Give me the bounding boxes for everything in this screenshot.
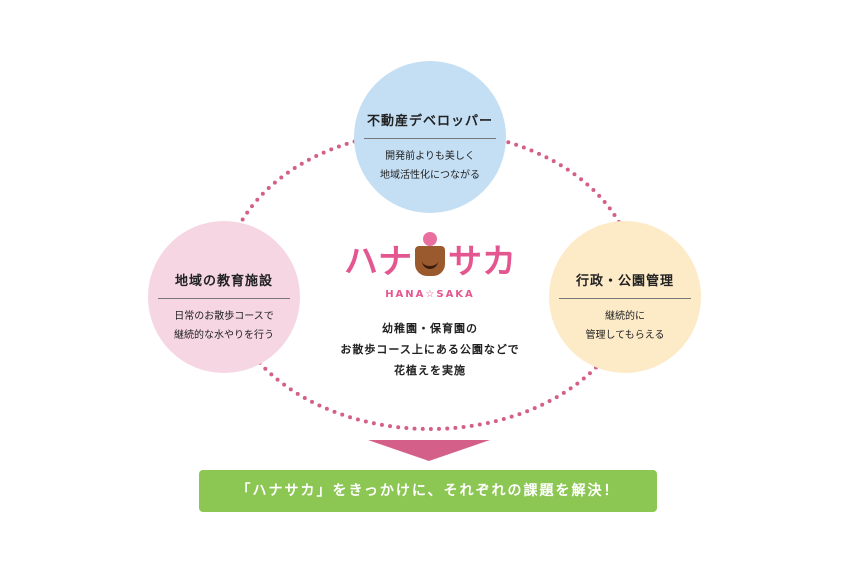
stakeholder-description: 継続的に 管理してもらえる [585, 311, 665, 341]
stakeholder-description: 日常のお散歩コースで 継続的な水やりを行う [174, 311, 274, 341]
logo-text-hana: ハナ [344, 242, 412, 282]
stakeholder-title: 地域の教育施設 [174, 274, 273, 289]
flower-pot-mascot-icon [415, 232, 445, 276]
logo-subtitle: HANA☆SAKA [385, 289, 475, 300]
stakeholder-title: 行政・公園管理 [575, 274, 674, 289]
divider [158, 298, 290, 299]
stakeholder-description: 開発前よりも美しく 地域活性化につながる [380, 151, 480, 181]
stakeholder-government-park-management: 行政・公園管理 継続的に 管理してもらえる [549, 221, 701, 373]
down-arrow [368, 440, 490, 461]
logo-text-saka: サカ [448, 242, 516, 282]
conclusion-banner: 「ハナサカ」をきっかけに、それぞれの課題を解決！ [199, 470, 657, 512]
divider [559, 298, 691, 299]
stakeholder-education-facility: 地域の教育施設 日常のお散歩コースで 継続的な水やりを行う [148, 221, 300, 373]
stakeholder-title: 不動産デベロッパー [366, 114, 493, 129]
stakeholder-real-estate-developer: 不動産デベロッパー 開発前よりも美しく 地域活性化につながる [354, 61, 506, 213]
center-description: 幼稚園・保育園の お散歩コース上にある公園などで 花植えを実施 [340, 322, 520, 377]
hanasaka-logo: ハナサカ HANA☆SAKA [310, 232, 550, 306]
divider [364, 138, 496, 139]
